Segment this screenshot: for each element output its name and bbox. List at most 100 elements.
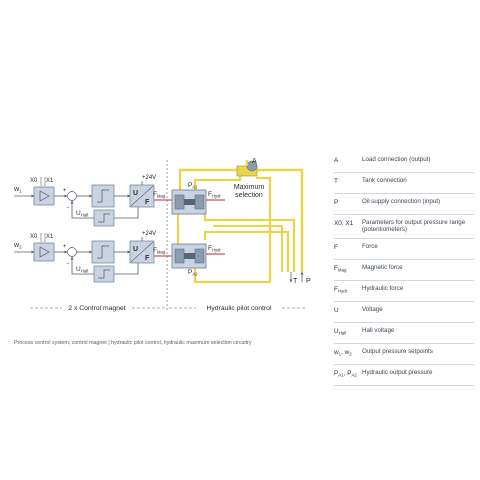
channel2-input-label: w2 bbox=[13, 242, 22, 250]
legend-symbol: w1, w2 bbox=[334, 348, 352, 357]
legend-row: T Tank connection bbox=[334, 173, 474, 194]
channel1-feedback-wire-b bbox=[70, 200, 94, 219]
channel1-uf-u-label: U bbox=[133, 190, 138, 197]
legend-row: PA1, PA2 Hydraulic output pressure bbox=[334, 365, 474, 386]
channel2-uf-f-label: F bbox=[145, 255, 150, 262]
channel1-minus-sign: − bbox=[66, 205, 70, 211]
channel-2: w2 X0 X1 + − UHall U F +24V FMag bbox=[13, 231, 172, 283]
legend-description: Tank connection bbox=[362, 177, 407, 184]
channel2-controller-block bbox=[91, 240, 115, 264]
port-a-label: A bbox=[252, 158, 257, 165]
hydraulic-line-a-valve-bottom bbox=[193, 176, 272, 284]
channel2-amplifier-block bbox=[33, 242, 55, 262]
section-right-label: Hydraulic pilot control bbox=[207, 305, 272, 312]
max-selection-label-1: Maximum bbox=[234, 184, 265, 191]
channel2-plus-sign: + bbox=[63, 244, 67, 250]
channel2-x0-label: X0 bbox=[30, 234, 38, 240]
legend-symbol: A bbox=[334, 157, 339, 164]
legend-description: Voltage bbox=[362, 305, 383, 313]
legend-description: Hydraulic force bbox=[362, 284, 404, 292]
legend-row: F Force bbox=[334, 239, 474, 260]
channel2-supply-label: +24V bbox=[142, 231, 156, 237]
channel2-amplifier-icon bbox=[39, 246, 50, 258]
valve2-spool-left bbox=[174, 248, 185, 264]
channel1-feedback-icon bbox=[98, 213, 110, 223]
channel2-summing-junction bbox=[67, 247, 77, 257]
channel1-feedback-wire-a bbox=[114, 207, 139, 219]
legend-row: P Oil supply connection (input) bbox=[334, 194, 474, 215]
channel2-controller-icon bbox=[97, 245, 109, 259]
legend-symbol: FHydr bbox=[334, 285, 348, 294]
hydraulic-pilot-section: PA1 FHydr PA2 FHydr A Maximum selection … bbox=[171, 158, 311, 285]
valve1-pressure-label: PA1 bbox=[188, 182, 198, 190]
channel1-x0-label: X0 bbox=[30, 178, 38, 184]
valve1-spool-right bbox=[194, 194, 205, 210]
legend-row: A Load connection (output) bbox=[334, 152, 474, 173]
channel1-supply-label: +24V bbox=[142, 175, 156, 181]
channel2-uf-u-label: U bbox=[133, 246, 138, 253]
channel1-summing-junction bbox=[67, 191, 77, 201]
channel1-amplifier-block bbox=[33, 186, 55, 206]
channel2-minus-sign: − bbox=[66, 261, 70, 267]
channel1-amplifier-icon bbox=[39, 190, 50, 202]
channel-1: w1 X0 X1 + − UHall U F +24V FMag bbox=[13, 175, 172, 227]
channel2-feedback-wire-b bbox=[70, 256, 94, 275]
legend-description: Hydraulic output pressure bbox=[362, 368, 433, 376]
channel2-hall-label: UHall bbox=[76, 266, 88, 274]
valve1-spool-left bbox=[174, 194, 185, 210]
legend-description: Output pressure setpoints bbox=[362, 347, 433, 355]
legend-symbol: U bbox=[334, 306, 339, 314]
channel1-uf-divider bbox=[130, 185, 154, 207]
channel1-uf-f-label: F bbox=[145, 199, 150, 206]
channel2-x1-label: X1 bbox=[46, 234, 54, 240]
legend-description: Magnetic force bbox=[362, 263, 403, 271]
channel2-fmag-label: FMag bbox=[153, 247, 166, 255]
valve2-spool-right bbox=[194, 248, 205, 264]
valve1-fhydr-label: FHydr bbox=[208, 191, 221, 199]
legend-description: Load connection (output) bbox=[362, 156, 431, 163]
figure-caption: Process control system; control magnet |… bbox=[14, 340, 252, 346]
channel1-controller-icon bbox=[97, 189, 109, 203]
legend-table: A Load connection (output) T Tank connectio… bbox=[334, 152, 474, 386]
channel1-input-label: w1 bbox=[13, 186, 22, 194]
legend-description: Hall voltage bbox=[362, 326, 395, 334]
channel2-uf-divider bbox=[130, 241, 154, 263]
legend-row: UHall Hall voltage bbox=[334, 323, 474, 344]
channel1-hall-label: UHall bbox=[76, 210, 88, 218]
legend-row: FMag Magnetic force bbox=[334, 260, 474, 281]
channel1-x1-label: X1 bbox=[46, 178, 54, 184]
hydraulic-line-outer-left bbox=[178, 168, 245, 190]
legend-row: U Voltage bbox=[334, 302, 474, 323]
channel1-controller-block bbox=[91, 184, 115, 208]
hydraulic-line-outer-right bbox=[255, 168, 304, 272]
legend-description: Oil supply connection (input) bbox=[362, 198, 441, 205]
hydraulic-line-pressure bbox=[203, 230, 290, 272]
legend-description: Force bbox=[362, 242, 378, 250]
legend-description: Parameters for output pressure range (po… bbox=[362, 219, 466, 234]
valve2-fhydr-label: FHydr bbox=[208, 245, 221, 253]
port-t-label: T bbox=[293, 278, 298, 285]
legend-row: FHydr Hydraulic force bbox=[334, 281, 474, 302]
valve2-pressure-label: PA2 bbox=[188, 269, 198, 277]
legend-symbol: P bbox=[334, 199, 339, 206]
legend-symbol: UHall bbox=[334, 327, 347, 336]
port-p-label: P bbox=[306, 278, 311, 285]
channel1-plus-sign: + bbox=[63, 188, 67, 194]
valve1-spool-center bbox=[184, 199, 195, 205]
legend-symbol: PA1, PA2 bbox=[334, 369, 357, 378]
section-left-label: 2 x Control magnet bbox=[68, 305, 126, 312]
legend-symbol: F bbox=[334, 243, 338, 251]
valve2-spool-center bbox=[184, 253, 195, 259]
max-selection-label-2: selection bbox=[235, 192, 263, 199]
hydraulic-line-link-right bbox=[213, 225, 283, 272]
channel2-feedback-wire-a bbox=[114, 263, 139, 275]
channel1-fmag-label: FMag bbox=[153, 191, 166, 199]
legend-symbol: T bbox=[334, 178, 338, 185]
channel2-feedback-icon bbox=[98, 269, 110, 279]
legend-symbol: X0, X1 bbox=[334, 220, 354, 227]
legend-row: w1, w2 Output pressure setpoints bbox=[334, 344, 474, 365]
legend-row: X0, X1 Parameters for output pressure ran… bbox=[334, 215, 474, 239]
hydraulic-line-tank bbox=[203, 214, 296, 272]
legend-symbol: FMag bbox=[334, 264, 347, 273]
